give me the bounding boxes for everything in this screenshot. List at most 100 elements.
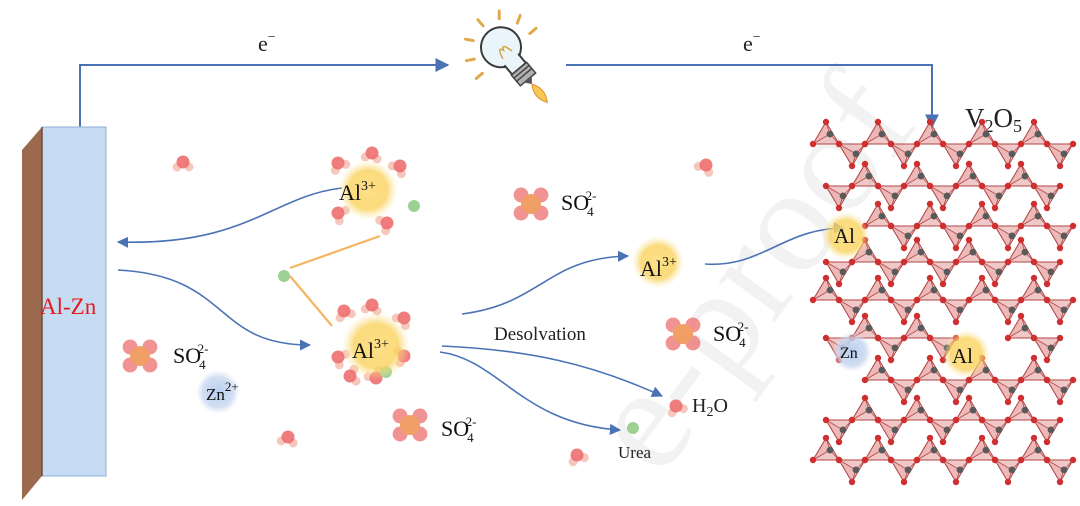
cathode-label: V2O5: [965, 103, 1022, 136]
sulfate-ion: [513, 187, 549, 221]
vo4-tetrahedron: [900, 236, 934, 266]
vo4-tetrahedron: [1017, 118, 1051, 148]
sulfate-label-3: SO42-: [713, 319, 748, 350]
intercalated-ions: Al Al Zn: [834, 224, 973, 368]
coordination-bonds: [289, 234, 381, 327]
sulfate-label-2: SO42-: [173, 341, 208, 372]
arrow-to-urea: [439, 351, 622, 435]
arrow-al-to-anode: [116, 187, 343, 248]
zn-ion-label: Zn2+: [206, 379, 239, 404]
intercalated-al-2: Al: [952, 344, 973, 368]
vo4-tetrahedron: [1043, 456, 1077, 486]
zn-glow: [196, 370, 240, 414]
intercalated-al-1: Al: [834, 224, 855, 248]
vo4-tetrahedron: [1043, 222, 1077, 252]
vo4-tetrahedron: [926, 416, 960, 446]
water-molecule: [172, 155, 194, 172]
water-molecule: [330, 156, 351, 175]
vo4-tetrahedron: [887, 222, 921, 252]
al-zn-electrode: Al-Zn: [22, 126, 107, 500]
vo4-tetrahedron: [861, 354, 895, 384]
zn-glow: [832, 332, 872, 372]
sulfate-label-4: SO42-: [441, 414, 476, 445]
arrow-anode-to-al: [117, 269, 312, 351]
arrow-to-desolvated-al: [461, 250, 630, 315]
al-ion-label-desolvated: Al3+: [640, 255, 677, 281]
sulfate-label-1: SO42-: [561, 188, 596, 219]
vo4-tetrahedron: [1004, 312, 1038, 342]
vo4-tetrahedron: [1004, 236, 1038, 266]
circuit-wire-left: [79, 58, 450, 150]
water-molecule: [276, 430, 298, 448]
vo4-tetrahedron: [991, 296, 1025, 326]
intercalated-zn: Zn: [840, 345, 858, 362]
vo4-tetrahedron: [835, 140, 869, 170]
urea-molecule: [278, 270, 290, 282]
urea-molecule: [408, 200, 420, 212]
al-glow: [942, 330, 990, 378]
ion-labels: Al3+ Al3+ Al3+ Zn2+ SO42- SO42- SO42- SO…: [173, 179, 748, 445]
vo4-tetrahedron: [965, 434, 999, 464]
sulfate-ion: [392, 408, 428, 442]
vo4-tetrahedron: [991, 140, 1025, 170]
vo4-tetrahedron: [900, 394, 934, 424]
al-glow: [632, 236, 684, 288]
vo4-tetrahedron: [1030, 416, 1064, 446]
vo4-tetrahedron: [1017, 200, 1051, 230]
water-label: H2O: [692, 395, 728, 420]
vo4-tetrahedron: [913, 434, 947, 464]
water-molecule: [335, 304, 356, 323]
water-molecule: [331, 205, 350, 226]
v2o5-lattice: [809, 118, 1077, 486]
electron-label-left: e−: [258, 30, 276, 56]
vo4-tetrahedron: [978, 182, 1012, 212]
vo4-tetrahedron: [978, 258, 1012, 288]
vo4-tetrahedron: [822, 258, 856, 288]
urea-label: Urea: [618, 443, 651, 462]
vo4-tetrahedron: [874, 258, 908, 288]
circuit-wire-right: [566, 64, 939, 129]
al-glow: [342, 312, 410, 380]
vo4-tetrahedron: [1043, 376, 1077, 406]
vo4-tetrahedron: [861, 274, 895, 304]
vo4-tetrahedron: [939, 296, 973, 326]
sulfate-ion: [665, 317, 701, 351]
vo4-tetrahedron: [874, 334, 908, 364]
water-molecule: [568, 448, 589, 467]
sulfate-ions: [122, 187, 701, 442]
vo4-tetrahedron: [1043, 296, 1077, 326]
vo4-tetrahedron: [900, 160, 934, 190]
vo4-tetrahedron: [887, 376, 921, 406]
water-molecule: [667, 399, 688, 418]
vo4-tetrahedron: [991, 376, 1025, 406]
solvated-al-clusters: [196, 160, 990, 414]
vo4-tetrahedron: [861, 118, 895, 148]
water-molecules: [172, 146, 714, 467]
lightbulb-icon: [464, 9, 548, 104]
vo4-tetrahedron: [965, 274, 999, 304]
electron-label-right: e−: [743, 30, 761, 56]
vo4-tetrahedron: [939, 456, 973, 486]
vo4-tetrahedron: [1017, 434, 1051, 464]
vo4-tetrahedron: [874, 182, 908, 212]
al-ion-label-solvated: Al3+: [352, 337, 389, 363]
vo4-tetrahedron: [913, 274, 947, 304]
water-molecule: [343, 364, 361, 386]
vo4-tetrahedron: [1030, 182, 1064, 212]
urea-molecule: [627, 422, 639, 434]
arrow-to-water: [441, 345, 664, 397]
vo4-tetrahedron: [1017, 274, 1051, 304]
vo4-tetrahedron: [1030, 334, 1064, 364]
water-molecule: [360, 146, 382, 164]
al-glow: [822, 212, 870, 260]
desolvation-label: Desolvation: [494, 324, 586, 345]
vo4-tetrahedron: [991, 456, 1025, 486]
vo4-tetrahedron: [913, 354, 947, 384]
vo4-tetrahedron: [1043, 140, 1077, 170]
al-glow: [338, 160, 398, 220]
vo4-tetrahedron: [913, 118, 947, 148]
sulfate-ion: [122, 339, 158, 373]
vo4-tetrahedron: [1030, 258, 1064, 288]
water-molecule: [387, 159, 407, 179]
